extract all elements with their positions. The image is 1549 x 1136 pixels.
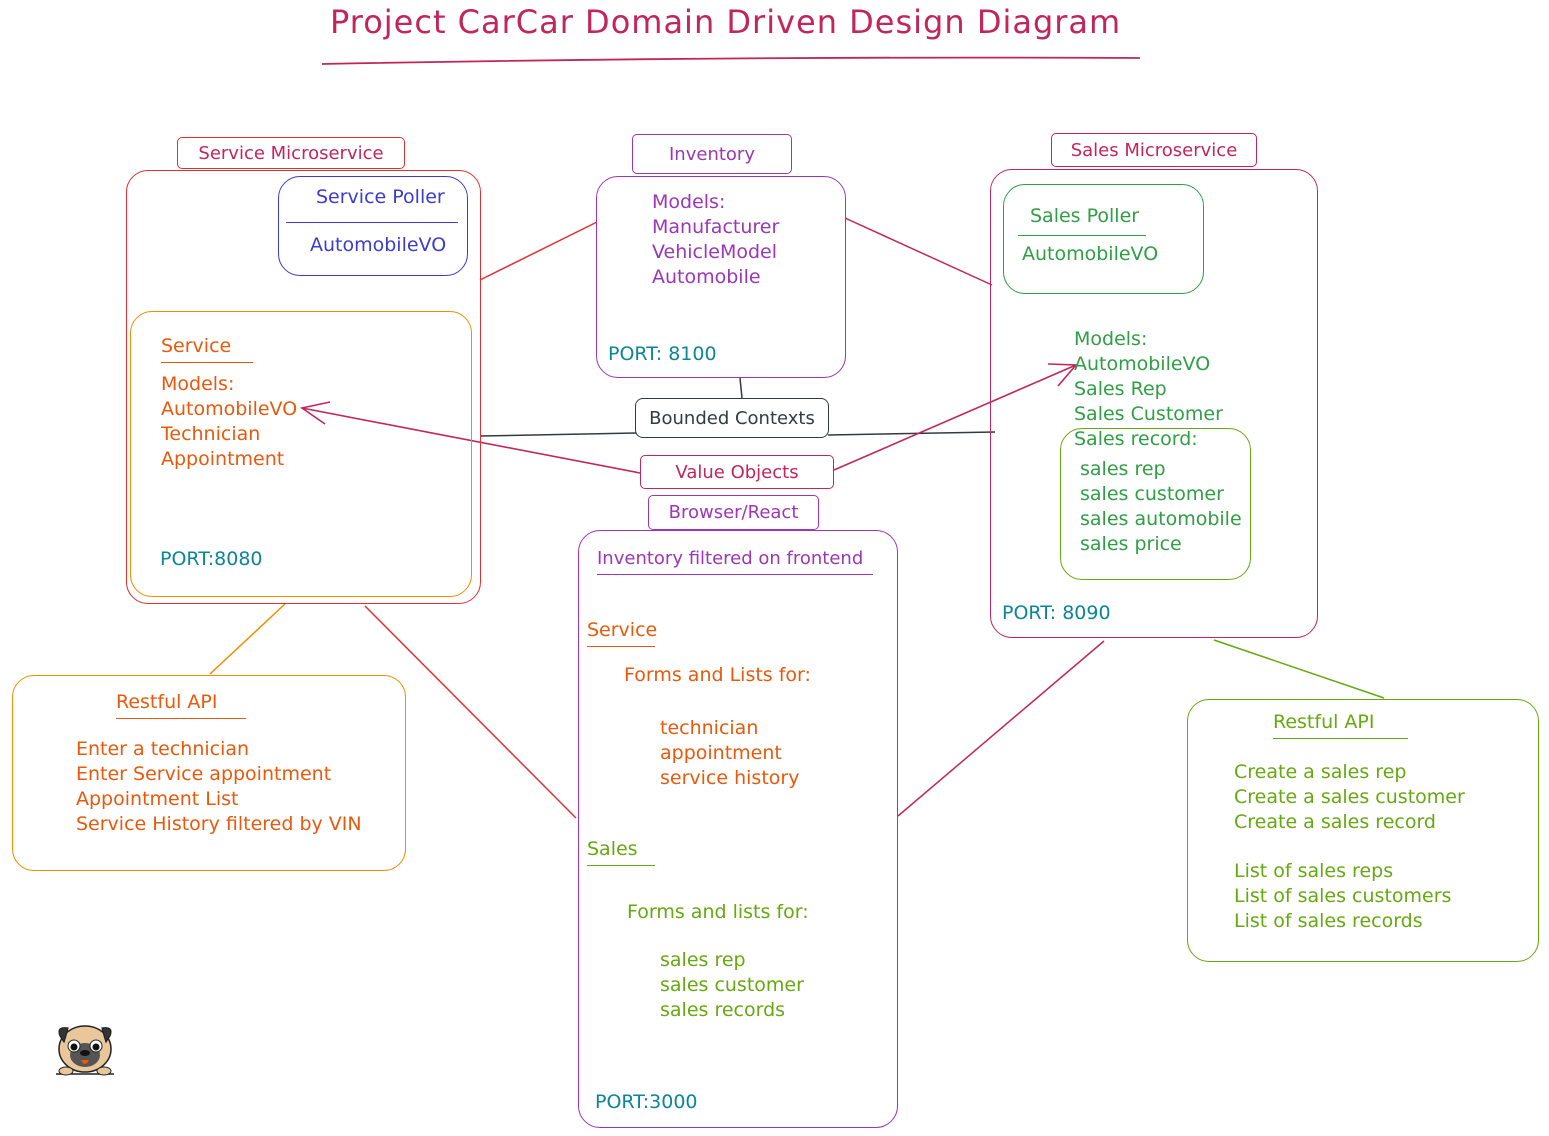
sales-record-field: sales customer (1080, 483, 1224, 505)
sales-models-label: Models: (1074, 328, 1148, 350)
service-api-item: Enter a technician (76, 738, 250, 760)
browser-subtitle: Inventory filtered on frontend (597, 546, 873, 575)
pug-icon (56, 1025, 114, 1076)
service-microservice-box (126, 170, 481, 604)
service-model-item: Appointment (161, 448, 285, 470)
sales-record-field: sales automobile (1080, 508, 1242, 530)
inventory-box (596, 176, 846, 378)
value-objects-label: Value Objects (640, 455, 834, 489)
inventory-model-item: Manufacturer (652, 216, 780, 238)
service-poller-title: Service Poller (316, 186, 445, 208)
sales-api-item: List of sales customers (1234, 885, 1452, 907)
browser-service-item: technician (660, 717, 759, 739)
browser-react-label: Browser/React (648, 495, 819, 530)
service-api-item: Service History filtered by VIN (76, 813, 362, 835)
browser-service-item: service history (660, 767, 800, 789)
service-api-item: Enter Service appointment (76, 763, 332, 785)
sales-api-box (1187, 699, 1539, 962)
browser-sales-item: sales rep (660, 949, 746, 971)
sales-poller-item: AutomobileVO (1022, 243, 1159, 265)
sales-port: PORT: 8090 (1002, 602, 1111, 624)
service-domain-box (130, 311, 472, 597)
service-poller-divider (286, 222, 458, 223)
inventory-port: PORT: 8100 (608, 343, 717, 365)
sales-record-field: sales price (1080, 533, 1182, 555)
sales-api-item: Create a sales customer (1234, 786, 1465, 808)
service-poller-item: AutomobileVO (310, 234, 447, 256)
sales-record-field: sales rep (1080, 458, 1166, 480)
sales-api-item: List of sales reps (1234, 860, 1394, 882)
service-domain-title: Service (161, 334, 253, 363)
service-model-item: AutomobileVO (161, 398, 298, 420)
service-poller-box (278, 176, 468, 276)
browser-service-title: Service (587, 618, 657, 647)
service-models-label: Models: (161, 373, 235, 395)
browser-react-box (578, 530, 898, 1128)
sales-model-item: AutomobileVO (1074, 353, 1211, 375)
sales-poller-divider (1018, 235, 1146, 236)
inventory-models-label: Models: (652, 191, 726, 213)
sales-microservice-box (990, 169, 1318, 638)
browser-sales-title: Sales (587, 837, 655, 866)
sales-api-item: Create a sales record (1234, 811, 1436, 833)
sales-record-title: Sales record: (1074, 428, 1198, 450)
inventory-model-item: Automobile (652, 266, 761, 288)
sales-poller-title: Sales Poller (1030, 205, 1140, 227)
sales-poller-box (1003, 184, 1204, 294)
browser-sales-intro: Forms and lists for: (627, 901, 809, 923)
browser-service-item: appointment (660, 742, 782, 764)
service-api-box (12, 675, 406, 871)
page-title: Project CarCar Domain Driven Design Diag… (330, 3, 1122, 41)
service-port: PORT:8080 (160, 548, 263, 570)
service-microservice-label: Service Microservice (177, 137, 405, 169)
sales-api-item: Create a sales rep (1234, 761, 1407, 783)
inventory-model-item: VehicleModel (652, 241, 777, 263)
sales-model-item: Sales Rep (1074, 378, 1167, 400)
browser-port: PORT:3000 (595, 1091, 698, 1113)
browser-sales-item: sales records (660, 999, 786, 1021)
bounded-contexts-label: Bounded Contexts (635, 398, 829, 438)
sales-microservice-label: Sales Microservice (1051, 133, 1257, 167)
browser-service-intro: Forms and Lists for: (624, 664, 811, 686)
sales-api-title: Restful API (1273, 710, 1408, 739)
sales-record-box (1060, 428, 1251, 580)
sales-model-item: Sales Customer (1074, 403, 1223, 425)
browser-sales-item: sales customer (660, 974, 804, 996)
inventory-label: Inventory (632, 134, 792, 174)
sales-api-item: List of sales records (1234, 910, 1423, 932)
service-model-item: Technician (161, 423, 261, 445)
service-api-item: Appointment List (76, 788, 239, 810)
service-api-title: Restful API (116, 690, 246, 719)
